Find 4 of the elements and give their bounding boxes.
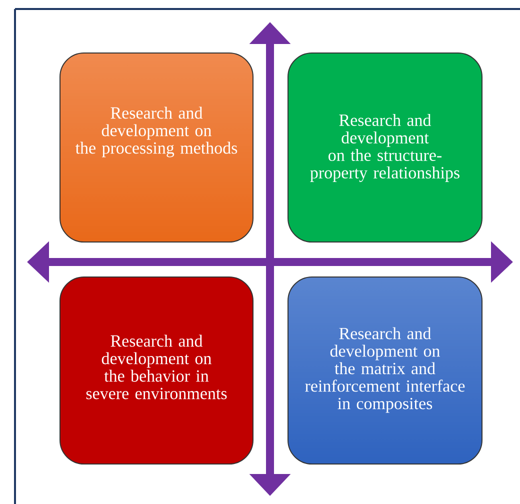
rounded-box: Research and development on the structure-property relationships — [288, 52, 482, 242]
rounded-box: Research and development on the behavior in severe environments — [60, 276, 254, 464]
rounded-box: Research and development on the processing methods — [60, 52, 254, 242]
rounded-box: Research and development on the matrix and reinforcement interface in composites — [288, 276, 482, 464]
